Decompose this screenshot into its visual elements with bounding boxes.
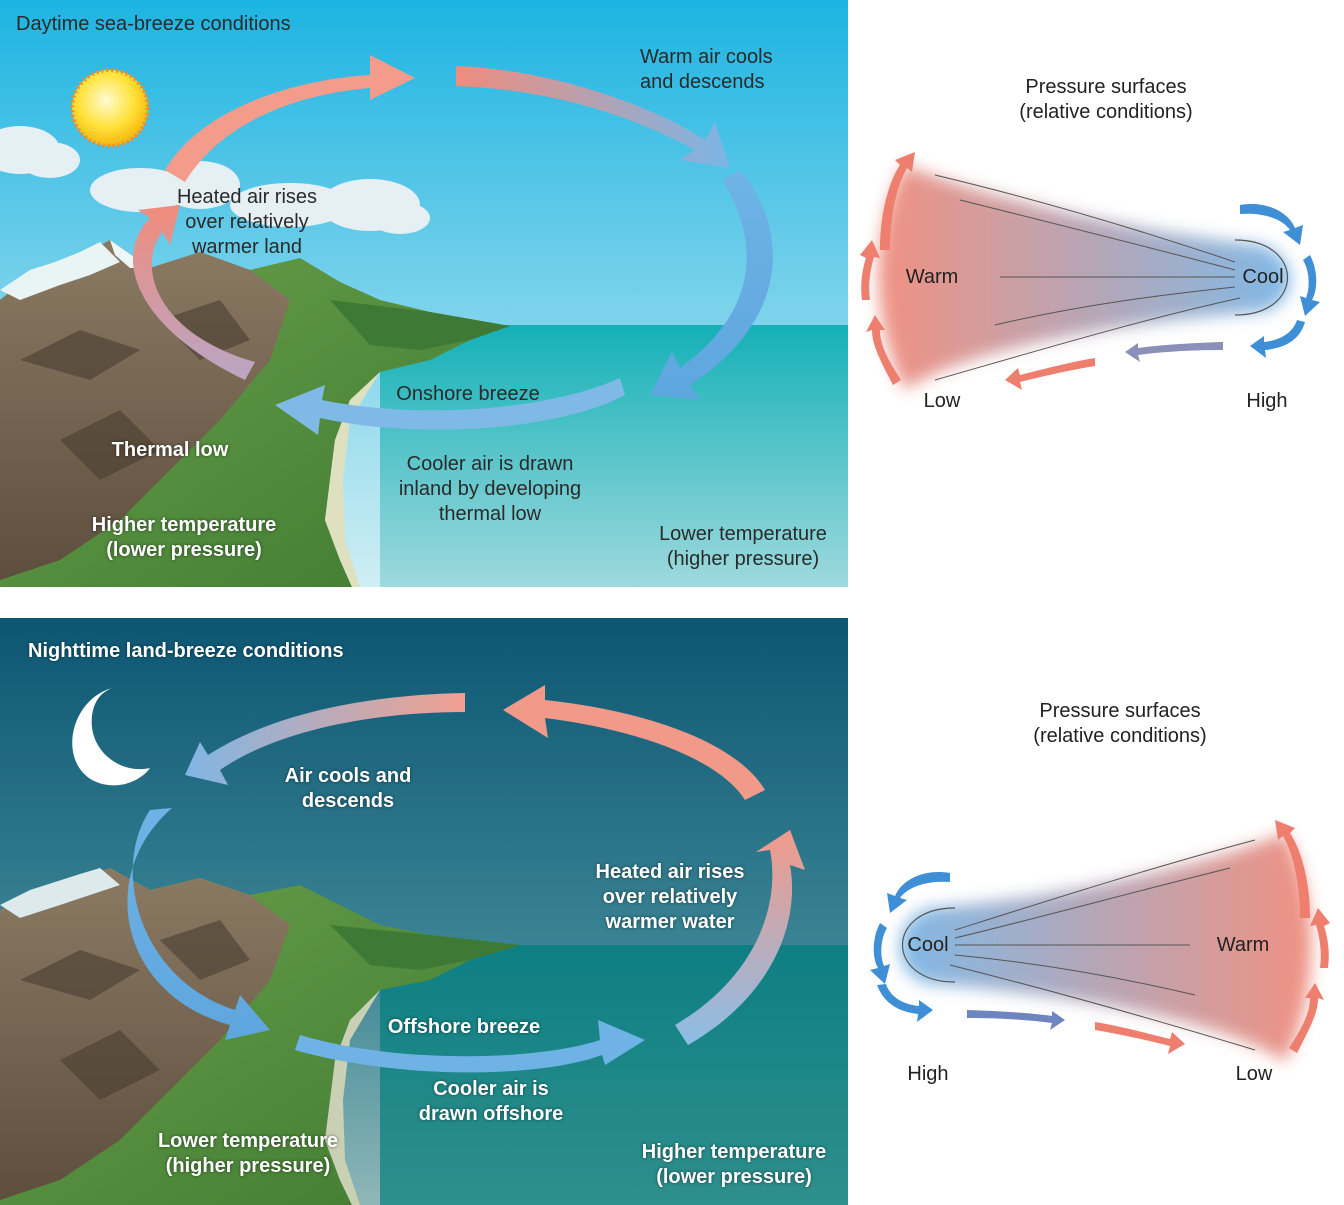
label-heated-air-rises: Heated air rises over relatively warmer …	[176, 186, 318, 258]
label-air-cools: Air cools and descends	[284, 765, 412, 812]
moon-icon	[72, 688, 150, 786]
night-high-label: High	[907, 1063, 949, 1085]
label-offshore-breeze: Offshore breeze	[387, 1016, 541, 1038]
day-low-label: Low	[923, 390, 961, 412]
arrow-descending-over-land	[127, 808, 270, 1040]
night-pressure-diagram	[870, 820, 1330, 1062]
arrow-top-to-descend	[185, 693, 465, 785]
night-cool-label: Cool	[907, 934, 949, 956]
label-thermal-low: Thermal low	[111, 439, 229, 461]
arrow-upper-right	[503, 685, 765, 800]
arrow-top-to-descend	[456, 66, 730, 168]
day-pressure-title: Pressure surfaces (relative conditions)	[1019, 76, 1193, 123]
label-heated-air-rises-night: Heated air rises over relatively warmer …	[595, 861, 745, 933]
label-sea-conditions-night: Higher temperature (lower pressure)	[641, 1141, 827, 1188]
label-cooler-air-offshore: Cooler air is drawn offshore	[418, 1078, 564, 1125]
day-high-label: High	[1246, 390, 1288, 412]
cloud-icon	[0, 126, 430, 234]
night-warm-label: Warm	[1216, 934, 1270, 956]
sun-icon	[70, 68, 150, 148]
arrow-onshore-breeze	[275, 378, 625, 435]
label-land-conditions: Higher temperature (lower pressure)	[91, 514, 277, 561]
day-warm-label: Warm	[905, 266, 959, 288]
night-scene	[0, 618, 848, 1205]
label-sea-conditions: Lower temperature (higher pressure)	[659, 523, 827, 570]
arrow-offshore-breeze	[295, 1020, 645, 1073]
night-low-label: Low	[1235, 1063, 1273, 1085]
arrow-rising-to-top	[165, 55, 415, 182]
label-onshore-breeze: Onshore breeze	[396, 383, 540, 405]
label-warm-air-cools: Warm air cools and descends	[640, 46, 773, 93]
label-cooler-air-drawn: Cooler air is drawn inland by developing…	[398, 453, 582, 525]
arrow-rising-over-land	[132, 205, 255, 380]
day-panel-title: Daytime sea-breeze conditions	[16, 13, 291, 35]
night-panel-title: Nighttime land-breeze conditions	[28, 640, 344, 662]
day-pressure-diagram	[860, 152, 1320, 390]
arrow-descending	[650, 170, 773, 400]
day-scene	[0, 0, 848, 587]
night-pressure-title: Pressure surfaces (relative conditions)	[1033, 700, 1207, 747]
label-land-conditions-night: Lower temperature (higher pressure)	[157, 1130, 339, 1177]
arrow-rising-over-water	[675, 830, 805, 1045]
day-cool-label: Cool	[1242, 266, 1284, 288]
